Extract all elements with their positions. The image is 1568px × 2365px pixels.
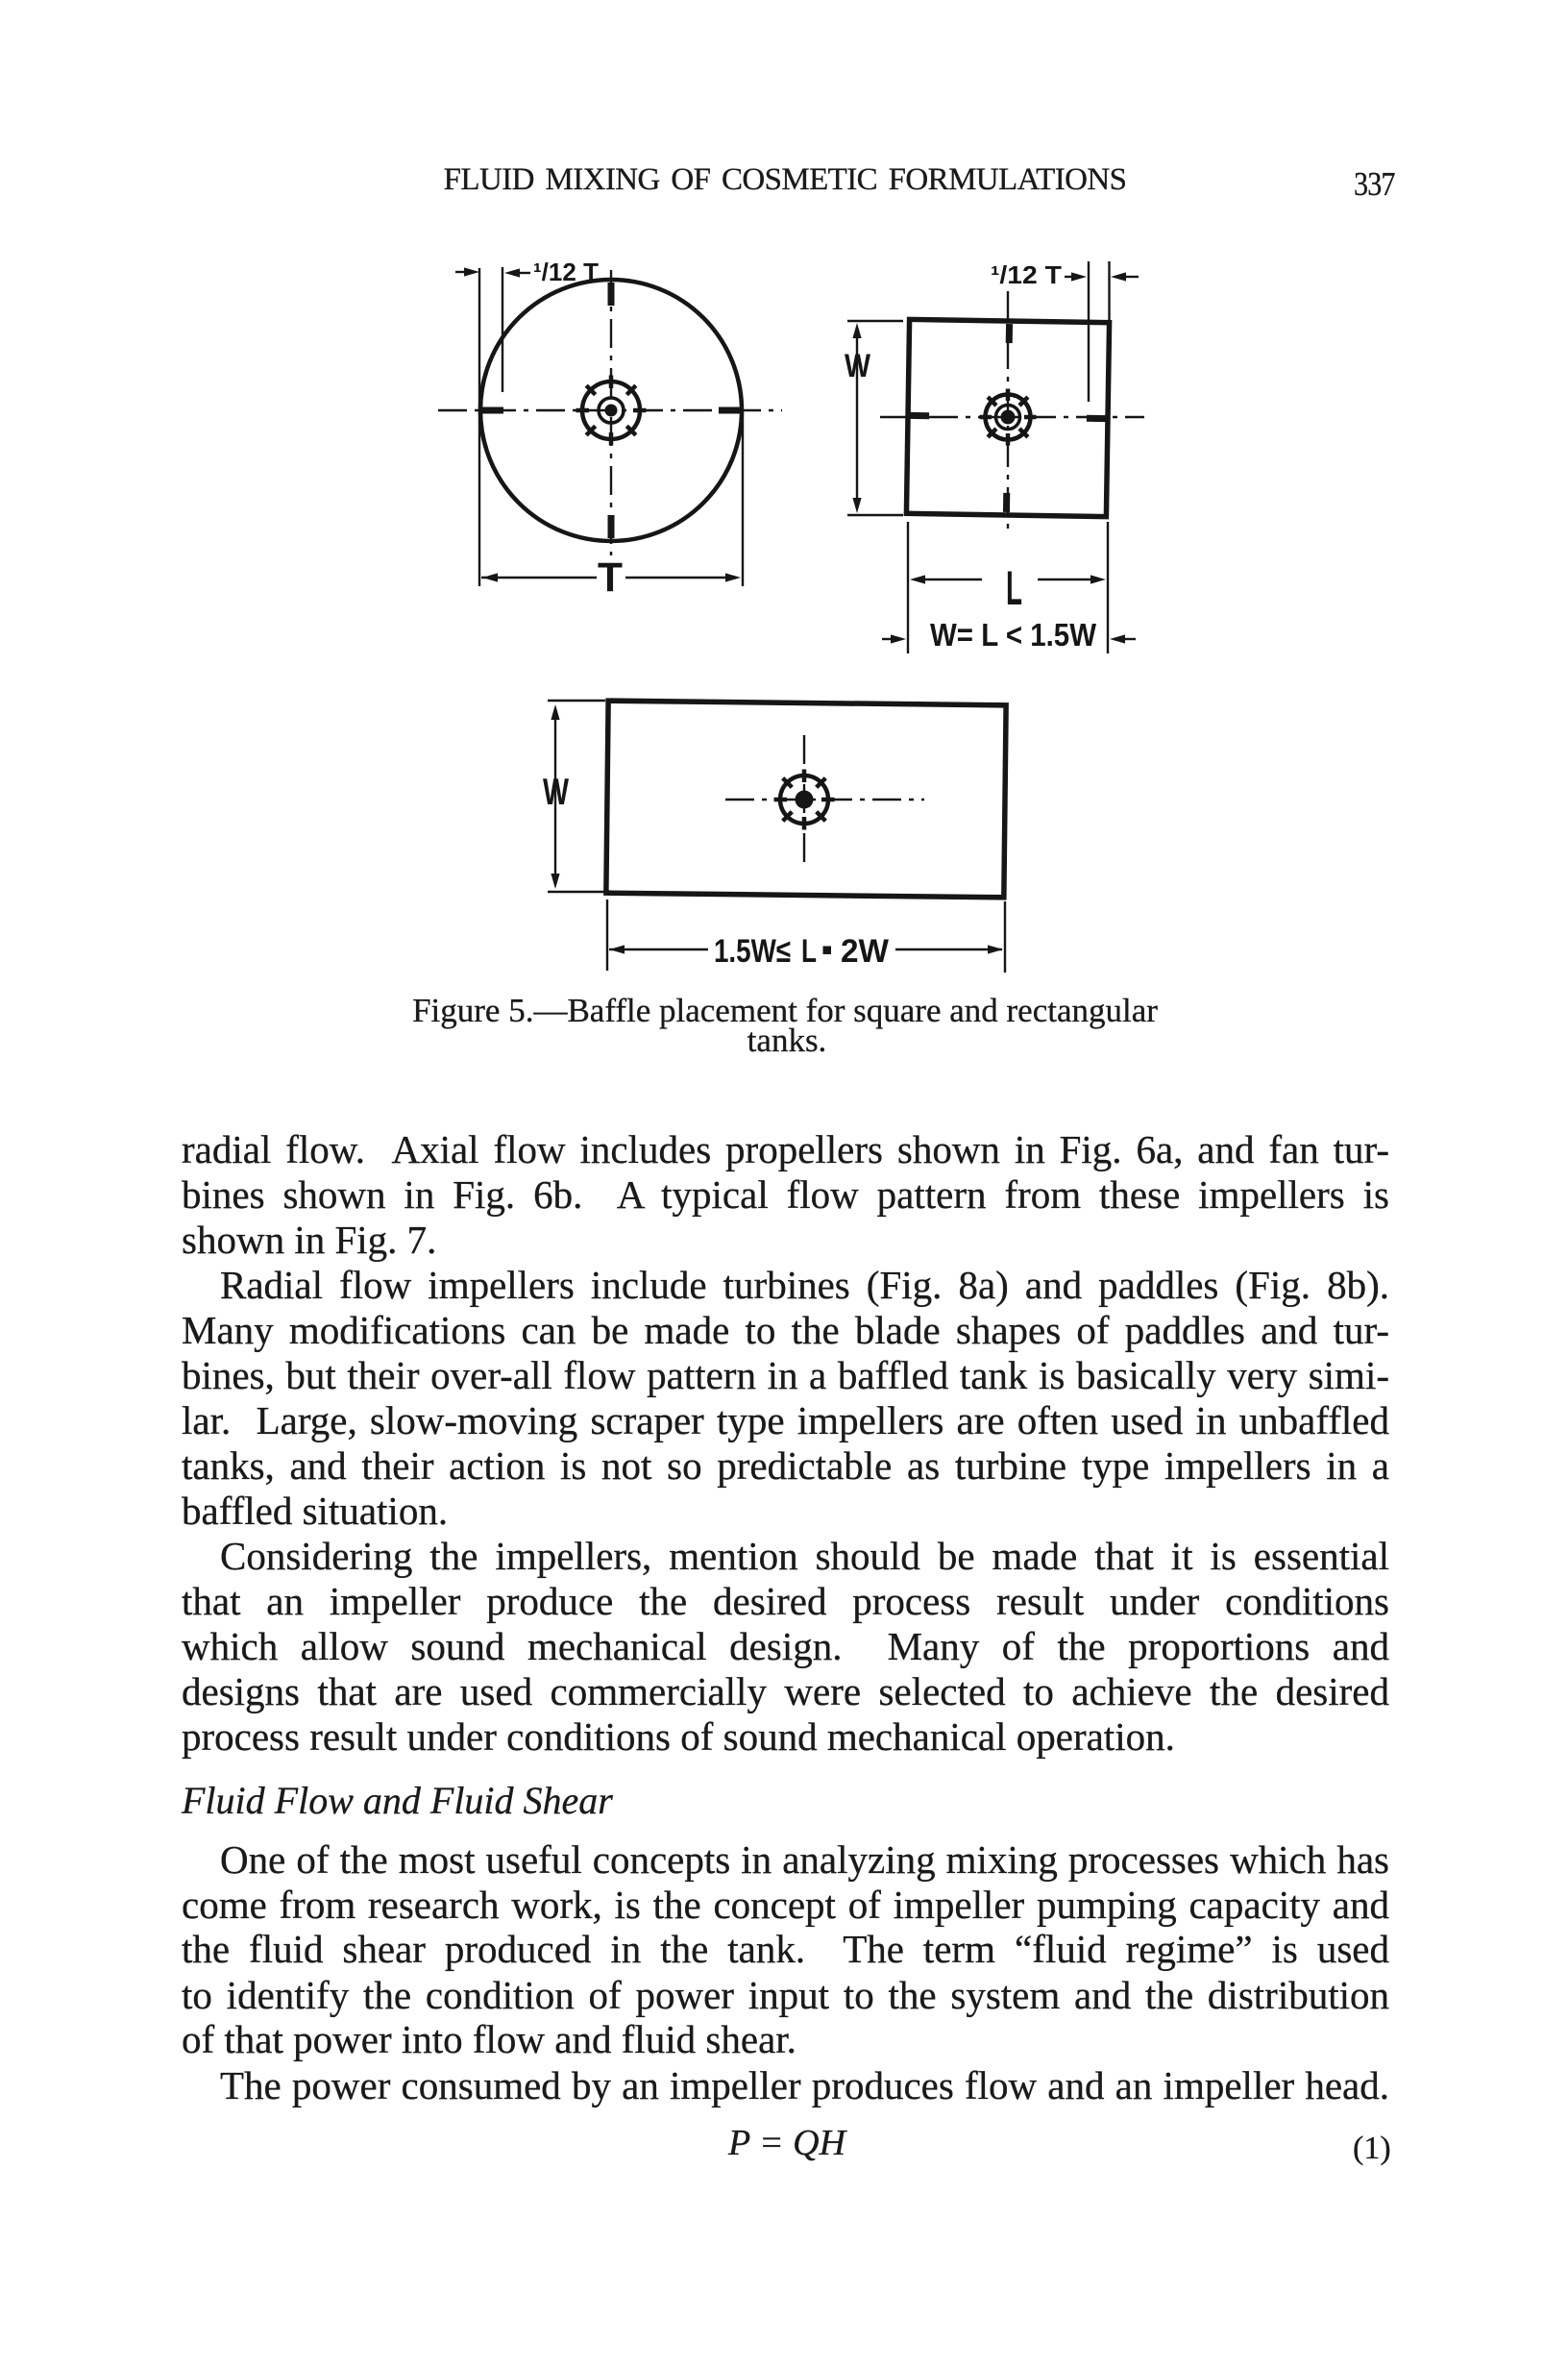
svg-text:W: W — [543, 772, 569, 813]
svg-text:T: T — [598, 554, 623, 601]
svg-text:L: L — [801, 933, 817, 970]
svg-text:W: W — [845, 348, 871, 384]
svg-text:¹/12 T: ¹/12 T — [991, 260, 1062, 289]
svg-text:1.5W≤: 1.5W≤ — [714, 933, 791, 970]
svg-text:W= L < 1.5W: W= L < 1.5W — [930, 617, 1097, 653]
svg-text:2W: 2W — [841, 933, 890, 970]
svg-text:L: L — [1006, 561, 1022, 615]
svg-text:¹/12 T: ¹/12 T — [533, 258, 599, 286]
